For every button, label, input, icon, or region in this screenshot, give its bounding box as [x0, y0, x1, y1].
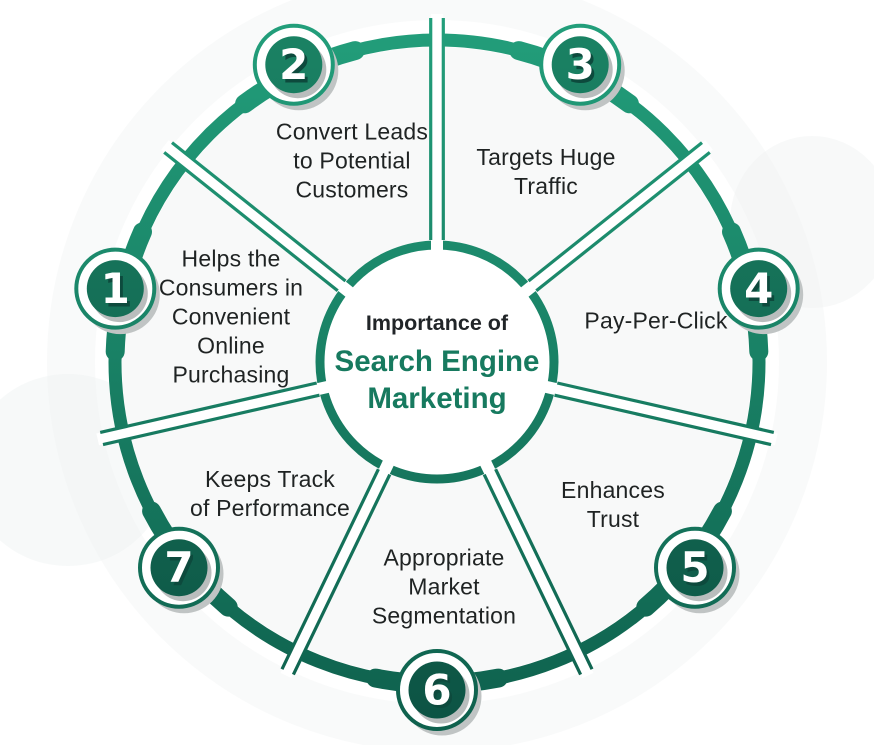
divider-6-7: [280, 460, 394, 679]
badge-7-number-shadow: 7: [167, 546, 196, 595]
badge-6-number: 6: [422, 666, 451, 715]
center-title: Importance of Search Engine Marketing: [322, 311, 552, 417]
badge-7: 7 7: [138, 526, 224, 614]
badge-5: 5 5: [654, 526, 740, 614]
badge-5-number-shadow: 5: [683, 546, 712, 595]
badge-3: 3 3: [539, 23, 625, 111]
divider-1-2: [161, 140, 354, 297]
segment-7-label: Keeps Track of Performance: [189, 466, 351, 521]
divider-3-4: [520, 140, 713, 297]
segment-4-label: Pay-Per-Click: [584, 307, 728, 334]
divider-2-3: [429, 14, 445, 250]
segment-6-label: Appropriate Market Segmentation: [371, 544, 517, 629]
badge-5-number: 5: [680, 543, 709, 592]
center-title-main: Search Engine Marketing: [334, 345, 540, 415]
segment-2-label: Convert Leads to Potential Customers: [275, 118, 429, 203]
badge-3-number-shadow: 3: [568, 43, 597, 92]
badge-4-number-shadow: 4: [747, 267, 776, 316]
sector-dividers: [96, 14, 778, 679]
badge-4: 4 4: [717, 247, 804, 335]
badge-2-number-shadow: 2: [282, 43, 311, 92]
segment-3-label: Targets Huge Traffic: [476, 144, 616, 199]
badge-7-number: 7: [164, 543, 193, 592]
divider-5-6: [480, 460, 594, 679]
badge-2-number: 2: [279, 40, 308, 89]
badge-1: 1 1: [74, 247, 160, 335]
badge-6-number-shadow: 6: [425, 669, 454, 718]
badge-6: 6 6: [396, 649, 482, 736]
center-title-eyebrow: Importance of: [365, 311, 509, 335]
badge-1-number: 1: [101, 264, 130, 313]
divider-4-5: [544, 381, 778, 447]
divider-7-1: [96, 381, 330, 447]
segment-5-label: Enhances Trust: [561, 477, 665, 532]
badge-3-number: 3: [566, 40, 595, 89]
segment-1-label: Helps the Consumers in Convenient Online…: [158, 245, 304, 388]
badge-4-number: 4: [744, 264, 773, 313]
badge-2: 2 2: [252, 23, 339, 111]
badge-1-number-shadow: 1: [103, 267, 132, 316]
